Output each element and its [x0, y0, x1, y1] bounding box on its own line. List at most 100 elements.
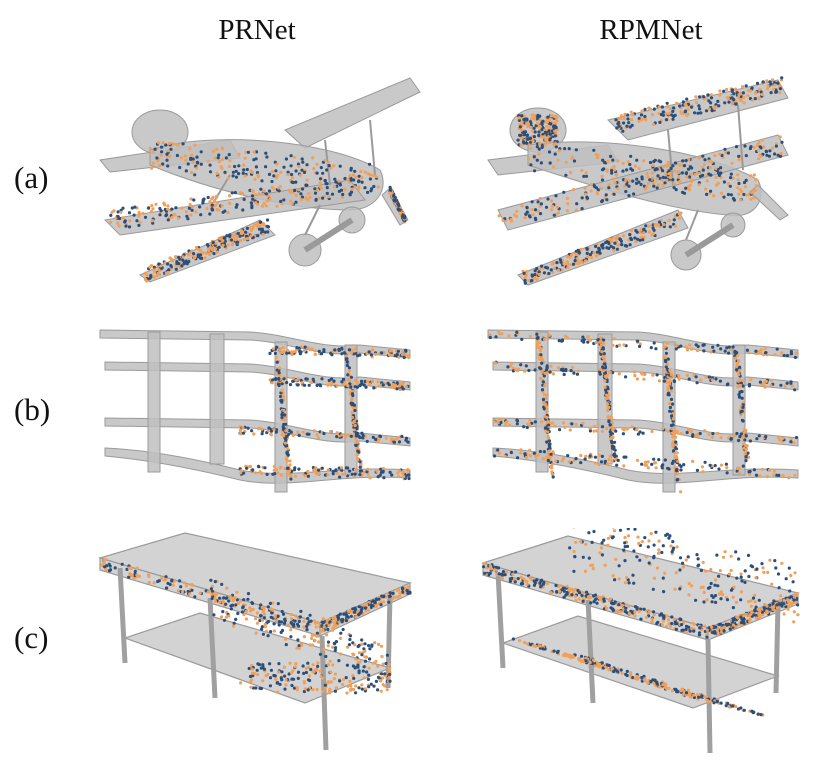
point: [364, 655, 369, 659]
point: [699, 111, 703, 115]
point: [526, 157, 531, 161]
point: [671, 540, 675, 544]
point: [331, 469, 335, 473]
point: [252, 432, 256, 436]
point: [300, 187, 305, 191]
point: [717, 171, 721, 175]
point: [408, 591, 412, 595]
point: [215, 147, 219, 151]
point: [584, 174, 589, 178]
point: [367, 350, 371, 354]
point: [652, 457, 656, 461]
point: [657, 379, 661, 383]
point: [640, 540, 644, 544]
point: [551, 472, 555, 477]
point: [637, 117, 641, 121]
point: [289, 477, 293, 481]
point: [277, 373, 281, 378]
point: [737, 366, 741, 370]
point: [282, 665, 286, 669]
point: [537, 356, 541, 360]
point: [737, 158, 741, 162]
point: [717, 104, 721, 108]
point: [750, 86, 754, 90]
point: [248, 674, 253, 679]
point: [600, 174, 604, 178]
point: [269, 615, 273, 619]
point: [275, 368, 279, 372]
point: [318, 669, 322, 673]
point: [662, 164, 666, 169]
point: [236, 240, 240, 244]
point: [218, 600, 222, 604]
point: [492, 454, 497, 458]
point: [342, 383, 346, 387]
point: [499, 420, 503, 425]
point: [694, 343, 698, 347]
point: [590, 540, 594, 544]
point: [701, 470, 705, 474]
point: [627, 194, 631, 198]
point: [669, 397, 674, 401]
point: [340, 468, 344, 472]
point: [724, 151, 728, 155]
point: [694, 95, 698, 99]
point: [312, 167, 316, 171]
point: [221, 243, 225, 247]
point: [185, 262, 189, 266]
point: [158, 213, 162, 217]
point: [503, 454, 507, 458]
point: [565, 196, 569, 200]
point: [400, 350, 405, 354]
point: [318, 177, 323, 181]
point: [538, 212, 543, 216]
point: [538, 646, 542, 650]
point: [298, 173, 302, 177]
point: [282, 198, 286, 202]
point: [655, 566, 659, 570]
point: [632, 581, 636, 585]
point: [518, 125, 522, 129]
point: [406, 353, 410, 358]
point: [604, 240, 608, 245]
point: [684, 159, 688, 163]
point: [243, 174, 247, 178]
point: [353, 347, 357, 351]
point: [747, 351, 751, 355]
point: [147, 580, 151, 585]
point: [665, 341, 669, 345]
point: [299, 197, 303, 202]
point: [540, 578, 544, 582]
point: [529, 121, 533, 125]
point: [119, 210, 123, 214]
point: [668, 401, 672, 405]
point: [341, 377, 346, 381]
point: [713, 594, 718, 598]
point: [162, 578, 166, 582]
point: [301, 430, 305, 434]
point: [672, 617, 677, 621]
point: [604, 388, 608, 392]
point: [635, 230, 639, 234]
point: [365, 439, 369, 443]
point: [365, 603, 369, 607]
point: [357, 605, 361, 609]
point: [337, 189, 341, 193]
point: [321, 628, 325, 632]
point: [607, 183, 611, 187]
point: [284, 438, 288, 442]
point: [674, 454, 678, 458]
point: [602, 359, 606, 363]
point: [315, 433, 319, 437]
point: [614, 172, 618, 176]
shelf-mesh-prnet: [99, 329, 411, 493]
point: [211, 589, 215, 594]
point: [241, 605, 245, 609]
point: [223, 236, 227, 240]
point: [663, 355, 667, 359]
point: [327, 624, 331, 628]
point: [771, 87, 776, 91]
point: [533, 272, 537, 277]
point: [602, 362, 606, 366]
point: [245, 167, 249, 172]
